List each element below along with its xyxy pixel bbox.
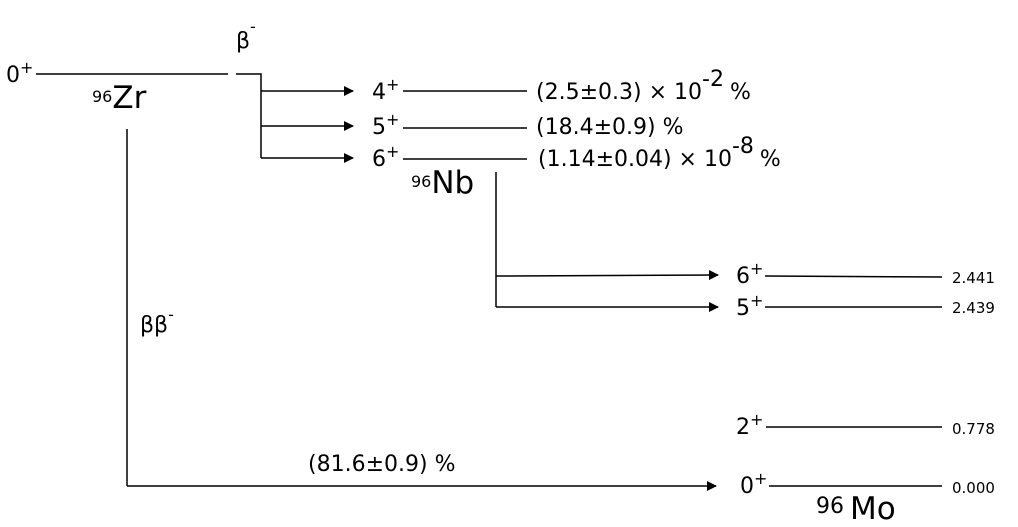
double-beta-ratio: (81.6±0.9) % (308, 452, 455, 477)
nb-level-4plus-ratio: (2.5±0.3) × 10-2% (536, 67, 751, 105)
mo-level-2plus-spin: 2+ (736, 410, 763, 440)
nb-to-mo-arrow-6plus (495, 270, 719, 281)
nb-level-5plus-spin: 5+ (372, 110, 399, 140)
double-beta-label: ββ- (140, 305, 174, 338)
nb-level-6plus-spin: 6+ (372, 142, 399, 172)
mo-level-5plus-energy: 2.439 (952, 299, 995, 317)
nb-level-6plus-ratio: (1.14±0.04) × 10-8% (538, 134, 781, 172)
mo-level-6plus-line (764, 275, 943, 278)
nb-level-4plus-spin: 4+ (372, 75, 399, 105)
parent-nucleus-label: 96Zr (92, 80, 147, 116)
mo-level-6plus-energy: 2.441 (952, 269, 995, 287)
mo-level-2plus-energy: 0.778 (952, 420, 995, 438)
mo-level-6plus-spin: 6+ (736, 259, 763, 289)
parent-spin-label: 0+ (6, 58, 33, 88)
nb-level-5plus-ratio: (18.4±0.9) % (536, 115, 683, 140)
intermediate-nucleus-label: 96Nb (411, 165, 474, 201)
mo-level-0plus-spin: 0+ (740, 469, 767, 499)
mo-level-5plus-spin: 5+ (736, 291, 763, 321)
mo-level-0plus-energy: 0.000 (952, 479, 995, 497)
beta-decay-label: β- (236, 17, 256, 54)
beta-decay-connector (236, 73, 262, 158)
